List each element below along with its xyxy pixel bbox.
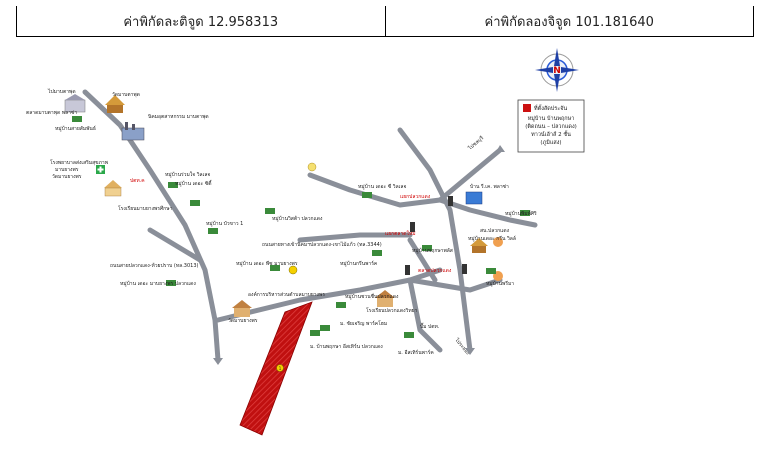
- legend-title: ที่ตั้งสัดประจัน: [534, 104, 568, 112]
- label-village-plus: หมู่บ้าน เดอะ พีซ มาบยางพร: [236, 260, 298, 267]
- arrow-north-icon: [496, 145, 505, 152]
- longitude-label: ค่าพิกัดลองจิจูด 101.181640: [384, 6, 754, 36]
- label-hospital-area: มาบยางพร: [55, 167, 79, 173]
- label-factory: นิคมอุตสาหกรรม มาบตาพุด: [148, 113, 209, 120]
- legend-line-1: หมู่บ้าน บ้านพฤกษา: [528, 115, 575, 122]
- label-village-green-ville: หมู่บ้านเดอะ กรีน วิลล์: [468, 235, 516, 242]
- town-center-icon: [465, 191, 483, 205]
- label-village-pimsiri: หมู่บ้านพิมพ์ศิริ: [505, 210, 537, 217]
- road-label-3344: ถนนสายทางเข้านิคมฯปลวกแดง-เขาไม้แก้ว (ทล…: [262, 241, 382, 248]
- factory-icon: [121, 122, 145, 141]
- label-village-ruamjai: หมู่บ้านร่วมใจ วิลเลจ: [165, 171, 210, 178]
- latitude-label: ค่าพิกัดละติจูด 12.958313: [123, 14, 279, 30]
- label-village-east: ม. อีสเทิร์นพาร์ค: [398, 349, 434, 356]
- site-pin-icon: [276, 364, 284, 372]
- temple-right-icon: [470, 238, 488, 253]
- label-village-c: หมู่บ้าน เดอะ ซี วิลเลจ: [358, 183, 406, 190]
- svg-text:N: N: [553, 66, 561, 76]
- label-pluak-intersection: แยกปลวกแดง: [400, 194, 431, 200]
- label-village-green: หมู่บ้านกรีนพาร์ค: [340, 260, 377, 267]
- label-village-vista: หมู่บ้านวิสต้า ปลวกแดง: [272, 215, 323, 222]
- label-hospital: โรงพยาบาลส่งเสริมสุขภาพ: [50, 159, 108, 166]
- arrow-south-icon: [465, 348, 475, 355]
- landmark-pin-icon: [288, 265, 298, 275]
- village-icons: [72, 116, 530, 338]
- label-village-bua: หมู่บ้าน บัวขาว 1: [206, 220, 243, 227]
- hospital-icon: [96, 165, 105, 174]
- label-village-sanepsuk: หมู่บ้านสายสัมพันธ์: [55, 125, 96, 132]
- label-village-prima: หมู่บ้านพรีมา: [486, 280, 514, 287]
- svg-text:1: 1: [279, 366, 282, 371]
- label-police-station: สน.ปลวกแดง: [480, 228, 510, 234]
- legend-line-2: (ติดถนน – ปลวกแดง): [525, 123, 577, 130]
- label-to-mabtaphut: ไปมาบตาพุด: [47, 88, 76, 95]
- road-label-to-chonburi: ไปชลบุรี: [466, 134, 485, 152]
- road-label-3013: ถนนสายปลวกแดง-ห้วยปราบ (ทล.3013): [110, 262, 199, 269]
- legend-line-4: (ภูมิแสง): [540, 139, 561, 146]
- label-admin-office: องค์การบริหารส่วนตำบลมาบยางพร: [248, 291, 325, 298]
- school-icon: [104, 180, 122, 197]
- site-parcel-area: [239, 301, 313, 436]
- legend-line-3: ทาวน์เฮ้าส์ 2 ชั้น: [531, 130, 571, 138]
- coordinate-header: ค่าพิกัดละติจูด 12.958313 ค่าพิกัดลองจิจ…: [16, 6, 754, 37]
- arrow-south-west-icon: [213, 358, 223, 365]
- school-pluak-icon: [375, 290, 395, 307]
- label-village-baan: หมู่บ้าน เดอะ มาบยางพร ปลวกแดง: [120, 280, 196, 287]
- label-temple-mid: วัดมาบยางพร: [52, 174, 82, 180]
- compass-rose-icon: N: [535, 48, 579, 92]
- label-town-center: บ้าน รี.เค. พลาซ่า: [470, 183, 509, 190]
- label-temple-bottom: วัดมาบยางพร: [228, 318, 258, 324]
- label-village-chaicharoen: ม. ชัยเจริญ พาร์คโฮม: [340, 320, 387, 327]
- temple-top-icon: [105, 95, 125, 113]
- label-village-city: หมู่บ้าน เดอะ ซิตี้: [175, 178, 213, 187]
- map-legend: ที่ตั้งสัดประจัน หมู่บ้าน บ้านพฤกษา (ติด…: [517, 99, 585, 153]
- label-village-chuan: หมู่บ้านชวนชื่นปลวกแดง: [345, 293, 399, 300]
- legend-swatch: [523, 104, 531, 112]
- traffic-light-icon: [405, 196, 467, 275]
- location-map: ถนนสายปลวกแดง-ห้วยปราบ (ทล.3013) ถนนสายท…: [26, 48, 585, 436]
- label-ptt-marker: ปตท.ค: [130, 178, 145, 184]
- market-building-icon: [64, 94, 86, 113]
- label-temple-top: วัดมาบตาพุด: [112, 92, 140, 98]
- label-school-sri: โรงเรียนมาบยางพรศึกษา: [118, 205, 172, 212]
- label-market: ตลาดมาบตาพุด พลาซ่า: [26, 110, 77, 116]
- label-school-pluak: โรงเรียนปลวกแดงวิทยา: [366, 307, 418, 314]
- label-village-kanda: หมู่บ้านพฤกษาพลัส: [412, 247, 453, 254]
- label-new-market-intersection: แยกตลาดใหม่: [385, 230, 416, 237]
- ptt-marker-icon: [493, 237, 503, 247]
- label-village-home: ม. บ้านพฤกษา อีสเทิร์น ปลวกแดง: [310, 343, 383, 350]
- label-pluak-market: ตลาดปลวกแดง: [418, 268, 452, 274]
- label-gas-station: ปั๊ม ปตท.: [420, 322, 440, 330]
- road-network: [82, 89, 538, 363]
- admin-office-icon: [232, 300, 252, 317]
- lightbulb-icon: [307, 162, 317, 172]
